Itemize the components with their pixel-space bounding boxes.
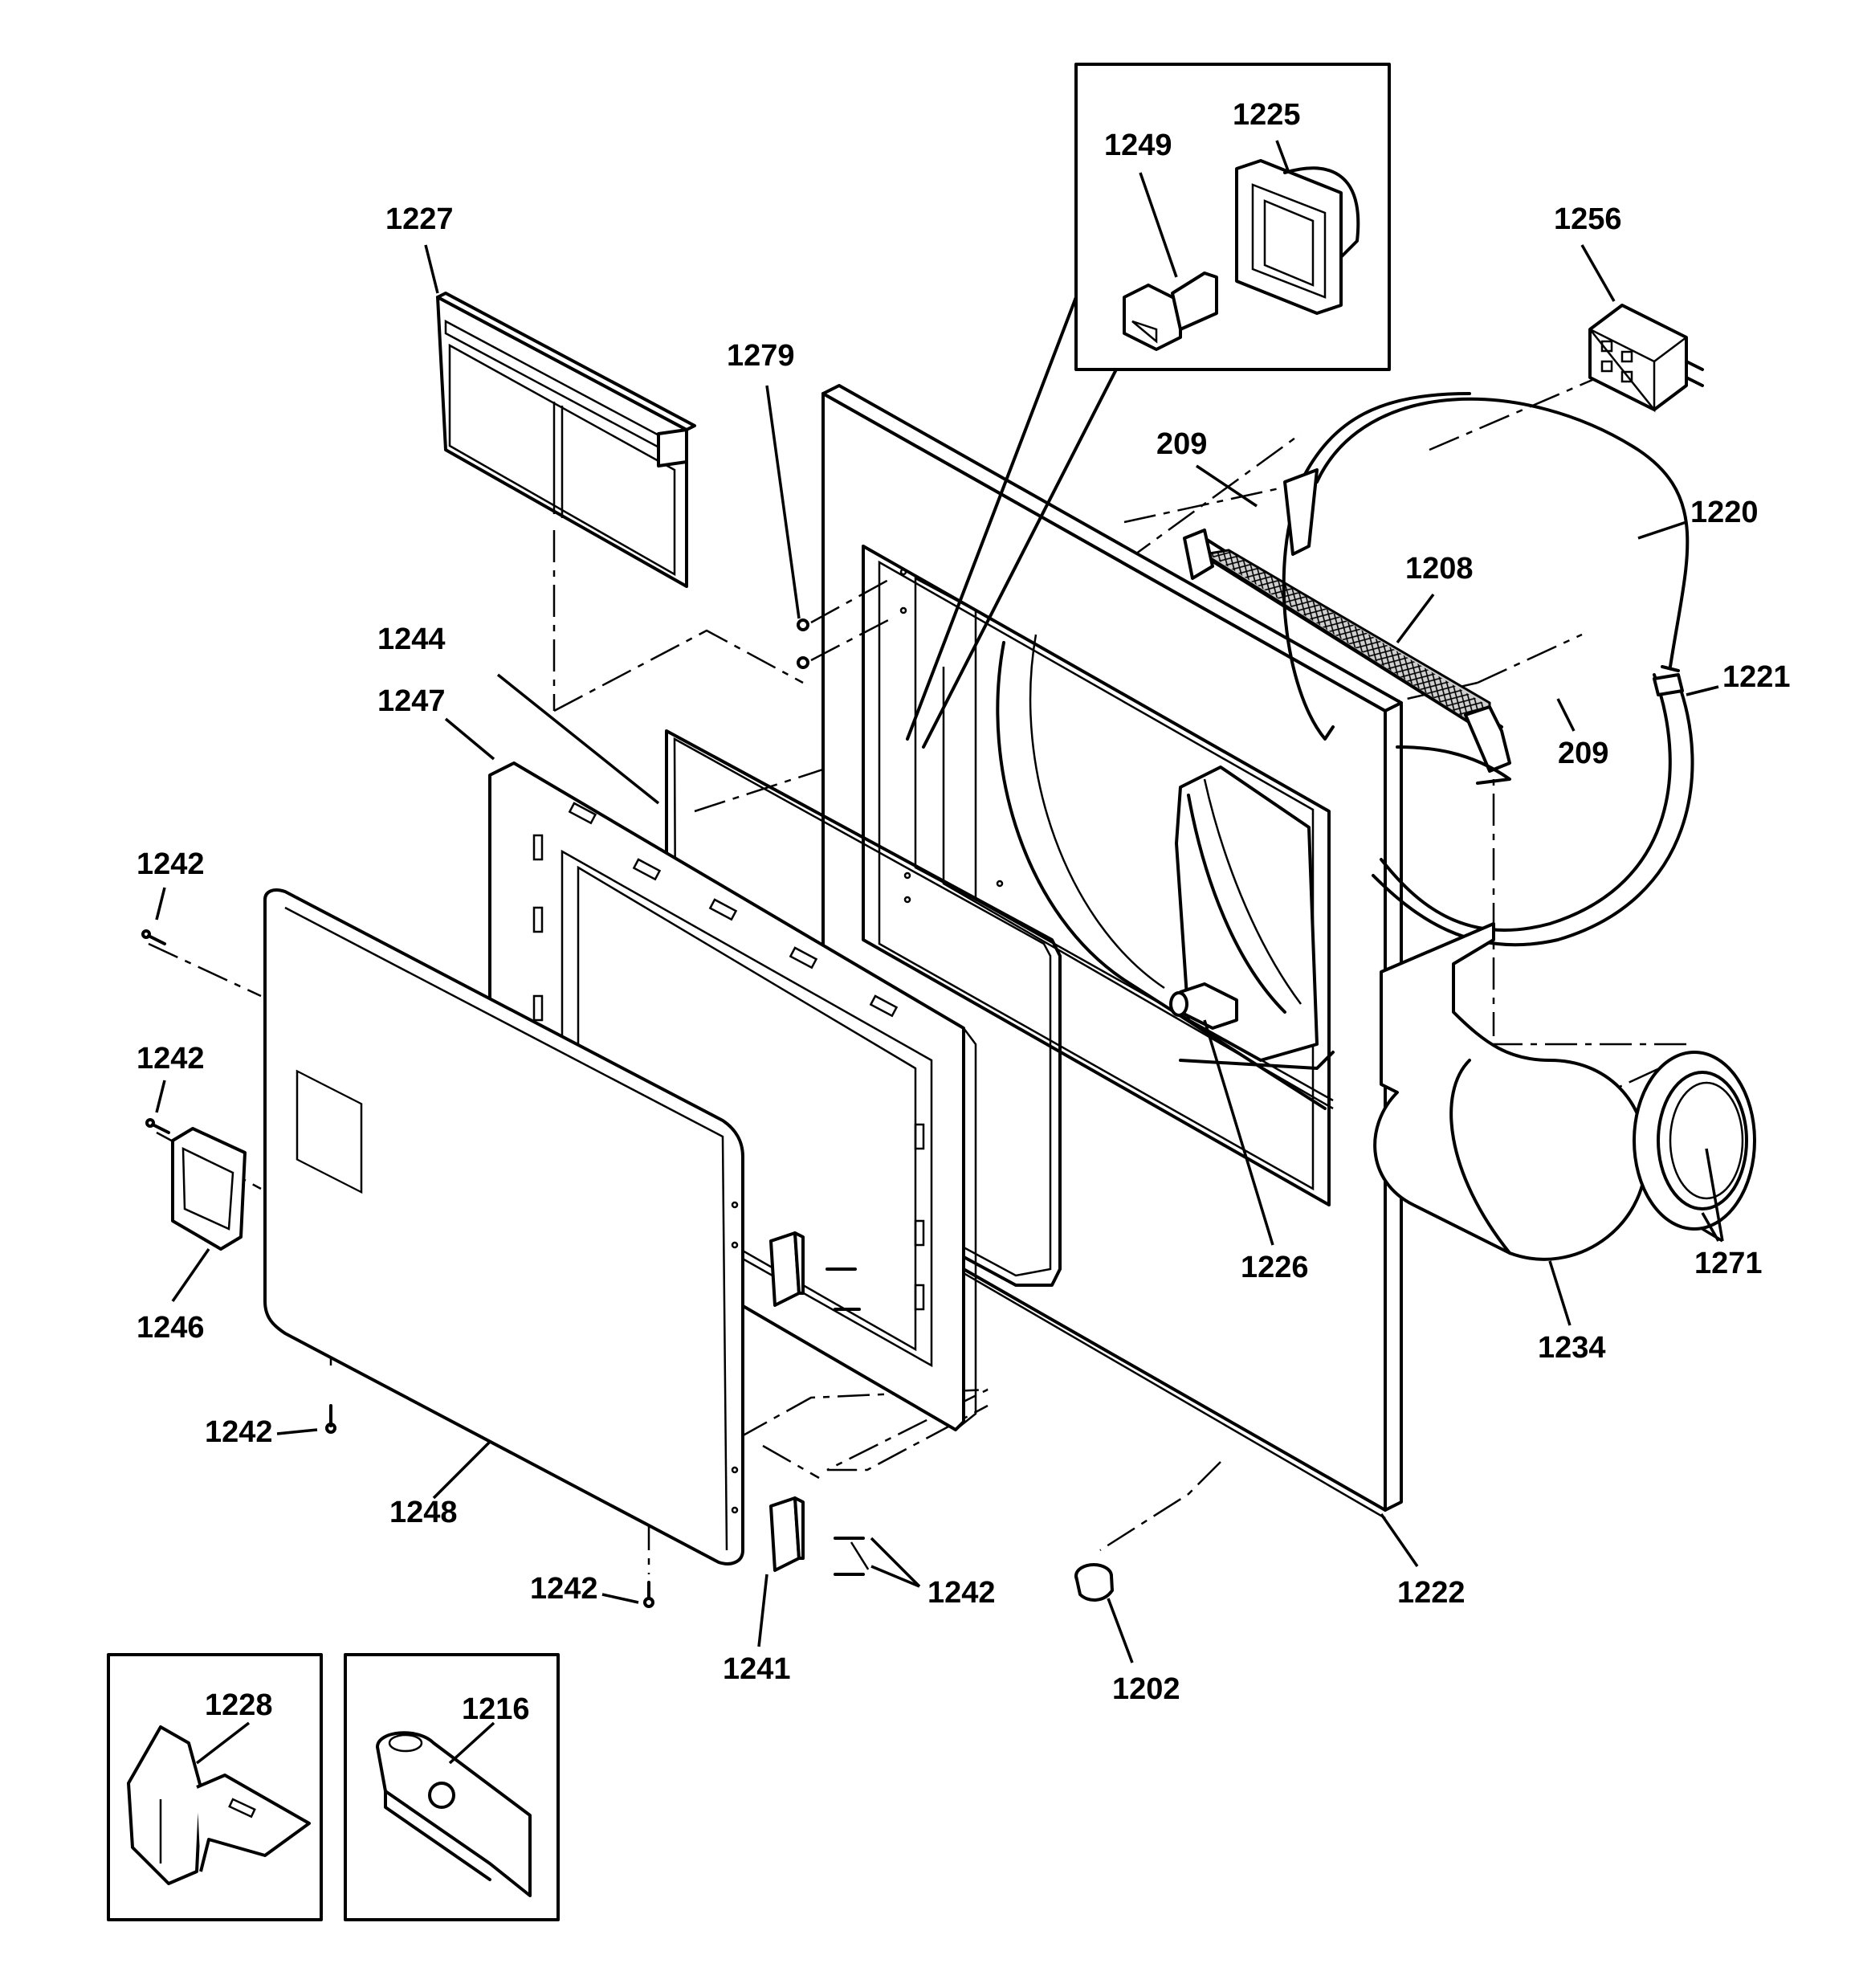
callout-1242-handle: 1242 bbox=[137, 1042, 205, 1076]
screws-1242 bbox=[141, 929, 654, 1608]
callout-1241: 1241 bbox=[723, 1652, 791, 1686]
callout-1248: 1248 bbox=[389, 1496, 458, 1529]
callout-1216: 1216 bbox=[462, 1692, 530, 1726]
leader-lines bbox=[155, 140, 1724, 1765]
callout-1244: 1244 bbox=[377, 623, 446, 656]
callout-1242-door: 1242 bbox=[205, 1415, 273, 1449]
callout-1279: 1279 bbox=[727, 339, 795, 373]
door-switch-1226 bbox=[1169, 982, 1238, 1030]
screws-1279 bbox=[797, 577, 892, 669]
callout-1227: 1227 bbox=[385, 202, 454, 236]
lint-grill-1208 bbox=[1183, 529, 1511, 785]
callout-1220: 1220 bbox=[1690, 496, 1759, 529]
blower-housing-1234 bbox=[1373, 922, 1756, 1261]
callout-1242-lower: 1242 bbox=[530, 1572, 598, 1606]
callout-1202: 1202 bbox=[1112, 1672, 1180, 1706]
callout-1225: 1225 bbox=[1233, 98, 1301, 132]
inset-box-1216 bbox=[344, 1653, 560, 1921]
callout-1242-hinge: 1242 bbox=[927, 1576, 996, 1610]
callout-1221: 1221 bbox=[1722, 660, 1791, 694]
callout-1234: 1234 bbox=[1538, 1331, 1606, 1365]
callout-1242-upper: 1242 bbox=[137, 847, 205, 881]
hinges-1241 bbox=[769, 1231, 865, 1576]
outer-door-1248 bbox=[263, 888, 744, 1565]
inset-box-1228 bbox=[107, 1653, 323, 1921]
inset-box-top bbox=[906, 63, 1391, 749]
callout-1246: 1246 bbox=[137, 1311, 205, 1345]
switch-1256 bbox=[1588, 304, 1704, 413]
lint-filter-1227 bbox=[436, 292, 696, 588]
callout-1249: 1249 bbox=[1104, 129, 1172, 162]
callout-209-top: 209 bbox=[1156, 427, 1207, 461]
handle-1246 bbox=[171, 1127, 247, 1251]
callout-1222: 1222 bbox=[1397, 1576, 1466, 1610]
callout-1247: 1247 bbox=[377, 684, 446, 718]
callout-labels: 1227 1279 1249 1225 1256 209 1220 1208 1… bbox=[137, 98, 1791, 1726]
callout-1226: 1226 bbox=[1241, 1251, 1309, 1284]
callout-209-right: 209 bbox=[1558, 737, 1608, 770]
callout-1271: 1271 bbox=[1694, 1247, 1763, 1280]
callout-1228: 1228 bbox=[205, 1688, 273, 1722]
callout-1256: 1256 bbox=[1554, 202, 1622, 236]
drum-ring-1220 bbox=[1282, 392, 1694, 947]
callout-1208: 1208 bbox=[1405, 552, 1474, 586]
plug-1202 bbox=[1074, 1563, 1114, 1602]
